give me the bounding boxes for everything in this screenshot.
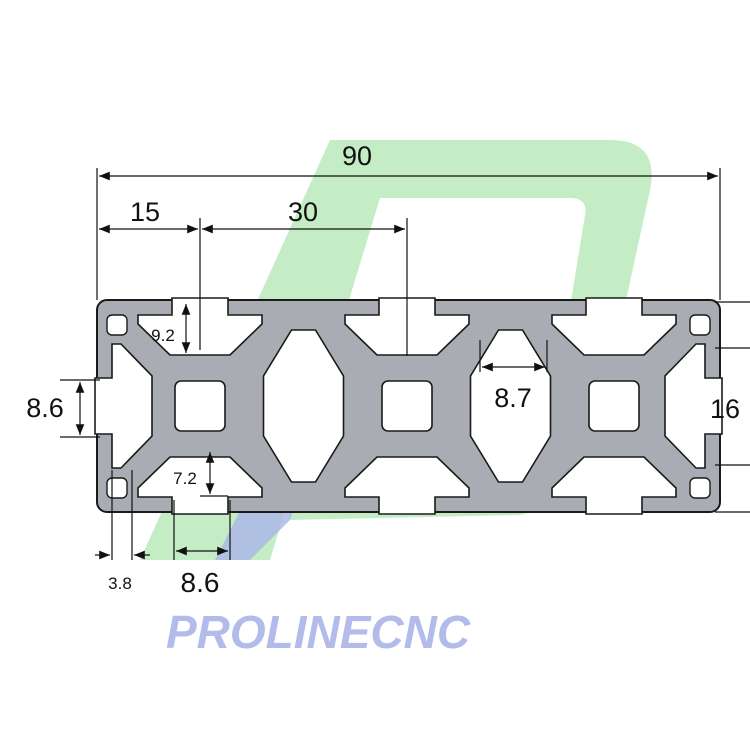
bottom-slot [551, 456, 677, 515]
dim-8-7: 8.7 [494, 383, 532, 413]
watermark-brand-text: PROLINECNC [166, 606, 471, 658]
left-slot [94, 343, 153, 469]
bottom-slot [344, 456, 470, 515]
center-bore [588, 380, 640, 432]
dimension-labels: 90 15 30 8.6 9.2 7.2 3.8 8.6 8.7 16 [26, 141, 740, 598]
corner-hole [106, 314, 128, 336]
dim-8-6-bottom: 8.6 [181, 567, 220, 598]
dim-9-2: 9.2 [151, 326, 175, 345]
top-slot [551, 297, 677, 356]
dim-8-6-side: 8.6 [26, 393, 64, 423]
dim-15: 15 [130, 197, 160, 227]
corner-hole [689, 314, 711, 336]
dim-7-2: 7.2 [173, 469, 197, 488]
dim-3-8: 3.8 [108, 574, 132, 593]
right-slot [664, 343, 723, 469]
aluminum-profile [94, 297, 723, 515]
bottom-slot [137, 456, 263, 515]
center-bore [381, 380, 433, 432]
center-bore [174, 380, 226, 432]
corner-hole [689, 477, 711, 499]
dim-30: 30 [288, 197, 318, 227]
dim-16: 16 [710, 394, 740, 424]
corner-hole [106, 477, 128, 499]
dim-90: 90 [342, 141, 372, 171]
dimension-lines [60, 168, 750, 560]
internal-cavity [262, 329, 345, 483]
